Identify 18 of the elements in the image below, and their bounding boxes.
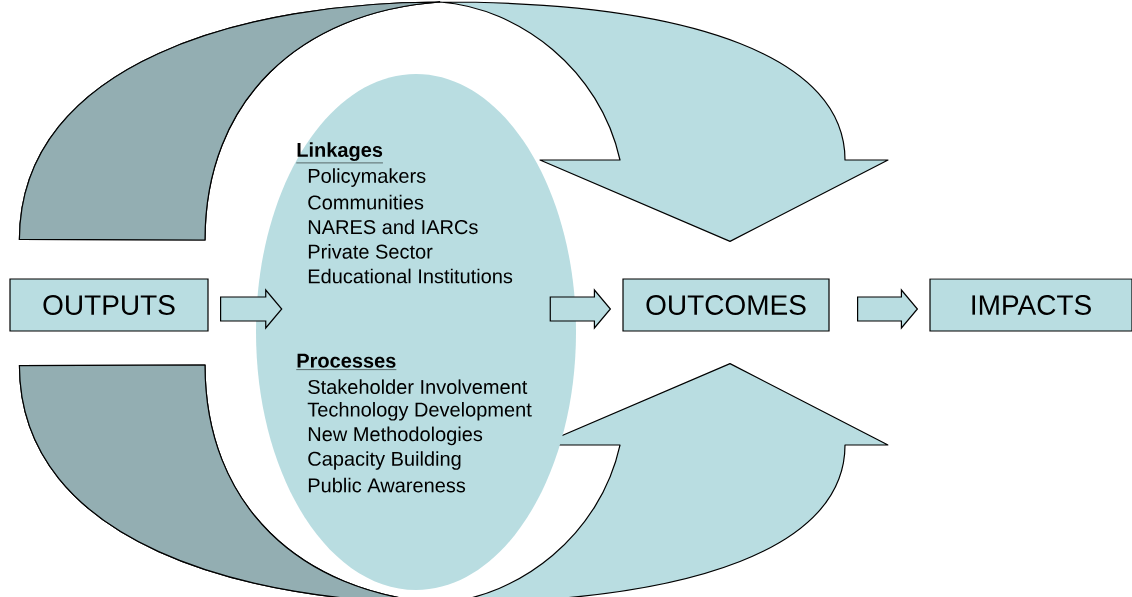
list-item: Communities (308, 194, 424, 210)
label-box: OUTPUTS (9, 278, 209, 332)
block-arrow (220, 288, 283, 330)
list-item: Public Awareness (308, 477, 466, 493)
list-heading: Processes (296, 353, 397, 370)
list-item: Capacity Building (308, 451, 461, 470)
list-heading: Linkages (296, 142, 384, 164)
list-item: NARES and IARCs (308, 219, 478, 235)
list-item: Private Sector (308, 244, 433, 259)
block-arrow (549, 288, 612, 330)
list-item: Educational Institutions (308, 268, 513, 284)
list-item: Stakeholder Involvement (308, 379, 528, 395)
block-arrow (857, 288, 919, 330)
label-box: OUTCOMES (622, 278, 830, 332)
list-item: New Methodologies (308, 426, 483, 446)
list-item: Technology Development (307, 402, 532, 421)
list-item: Policymakers (308, 168, 426, 187)
label-box: IMPACTS (929, 278, 1132, 332)
